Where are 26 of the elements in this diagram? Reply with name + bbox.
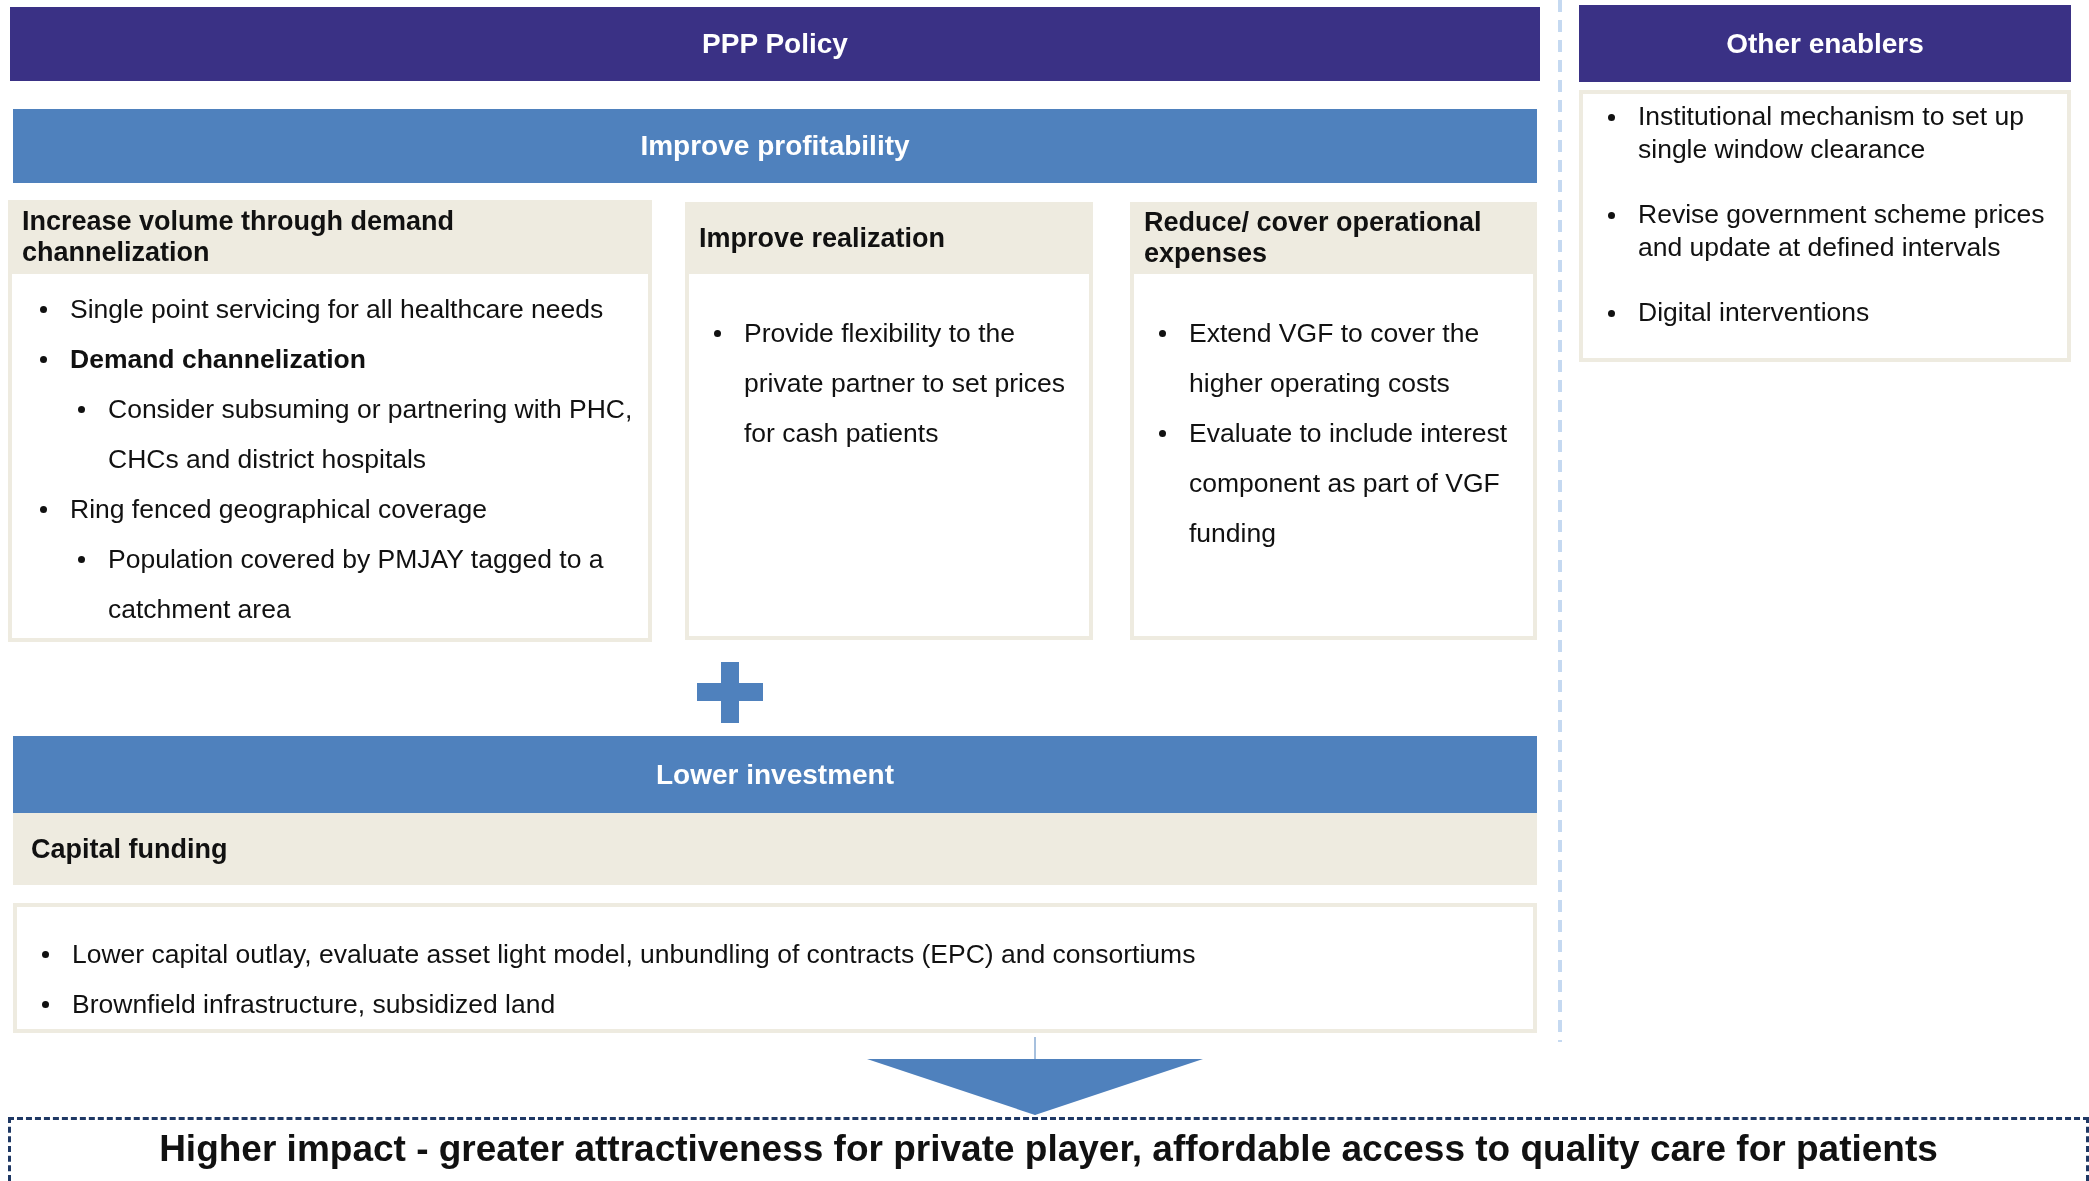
bullet-text: Population covered by PMJAY tagged to a catchment area	[108, 544, 604, 624]
section-band: Improve profitability	[13, 109, 1537, 183]
bullet-text: Consider subsuming or partnering with PHC, CHCs and district hospitals	[108, 394, 633, 474]
bullet-text: Extend VGF to cover the higher operating costs	[1189, 318, 1480, 398]
dashed-box	[8, 1117, 2089, 1181]
text-card	[685, 202, 1093, 640]
text-card	[1579, 90, 2071, 362]
text-card	[8, 200, 652, 642]
bullet-text: Ring fenced geographical coverage	[70, 494, 487, 524]
chevron-arrow	[867, 1036, 1203, 1116]
bullet-text: Lower capital outlay, evaluate asset light model, unbundling of contracts (EPC) and consortiums	[72, 939, 1196, 969]
text-card	[13, 903, 1537, 1033]
bullet-text: Revise government scheme prices and update at defined intervals	[1638, 199, 2045, 262]
conclusion-text: Higher impact - greater attractiveness for private player, affordable access to quality care for patients	[159, 1128, 1938, 1171]
bullet-text: Demand channelization	[70, 344, 366, 374]
section-band: Lower investment	[13, 736, 1537, 813]
subheading-band: Capital funding	[13, 813, 1537, 885]
header-band: PPP Policy	[10, 7, 1540, 81]
bullet-text: Digital interventions	[1638, 297, 1870, 327]
bullet-text: Evaluate to include interest component as part of VGF funding	[1189, 418, 1508, 548]
header-band: Other enablers	[1579, 5, 2071, 82]
text-card	[1130, 202, 1537, 640]
bullet-text: Brownfield infrastructure, subsidized land	[72, 989, 556, 1019]
bullet-text: Institutional mechanism to set up single window clearance	[1638, 101, 2024, 164]
bullet-text: Single point servicing for all healthcare needs	[70, 294, 604, 324]
bullet-text: Provide flexibility to the private partner to set prices for cash patients	[744, 318, 1066, 448]
